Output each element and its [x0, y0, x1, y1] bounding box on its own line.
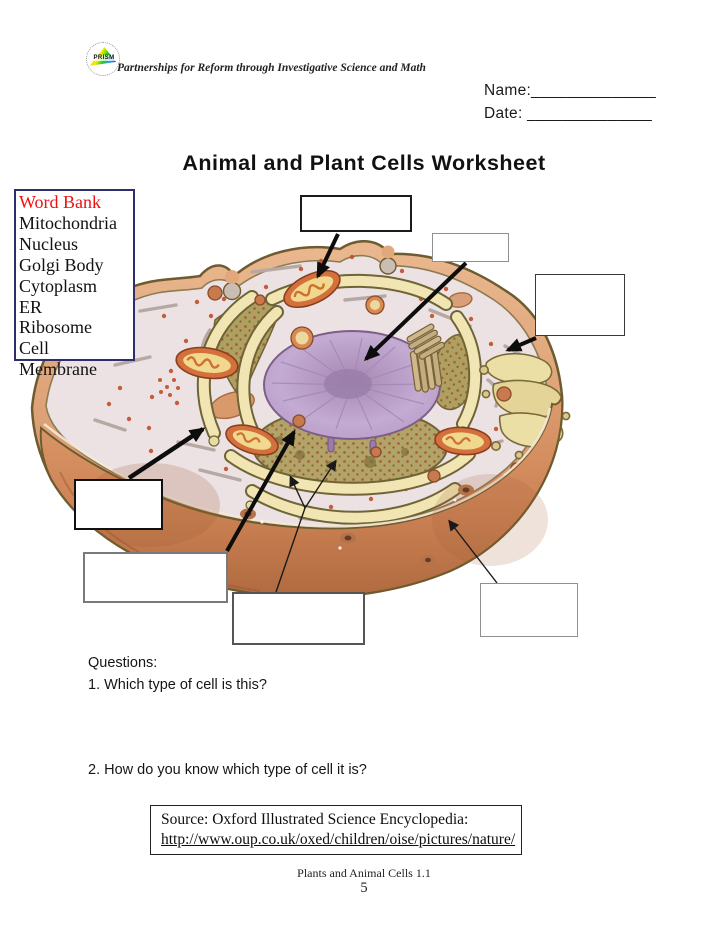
name-fill-line[interactable]: ______________: [531, 82, 657, 99]
arrow-to-golgi: [505, 336, 537, 352]
word-bank-item: Cell Membrane: [19, 338, 97, 380]
page-title: Animal and Plant Cells Worksheet: [182, 151, 546, 175]
word-bank-item: Nucleus: [19, 233, 78, 254]
arrow-to-mitochondrion: [316, 233, 340, 279]
centriole-icon: [406, 323, 445, 393]
prism-logo: PRISM: [86, 42, 120, 76]
question-1: 1. Which type of cell is this?: [88, 677, 267, 693]
er-membranes: [196, 273, 483, 525]
answer-box-5[interactable]: [83, 552, 228, 603]
answer-box-6[interactable]: [232, 592, 365, 645]
name-date-block: Name:______________ Date: ______________: [484, 79, 656, 125]
prism-logo-text: PRISM: [91, 55, 117, 61]
answer-box-4[interactable]: [74, 479, 163, 530]
questions-block: Questions: 1. Which type of cell is this…: [88, 652, 267, 696]
name-label: Name:: [484, 82, 532, 99]
answer-box-3[interactable]: [535, 274, 625, 336]
date-fill-line[interactable]: ______________: [527, 105, 653, 122]
membrane-pit-icon: [222, 245, 397, 301]
word-bank-item: Ribosome: [19, 317, 93, 338]
source-link[interactable]: http://www.oup.co.uk/oxed/children/oise/…: [161, 831, 516, 848]
word-bank-heading: Word Bank: [19, 192, 102, 212]
answer-box-7[interactable]: [480, 583, 578, 637]
footer-doc-title: Plants and Animal Cells 1.1: [297, 866, 431, 880]
source-box: Source: Oxford Illustrated Science Encyc…: [150, 805, 522, 855]
source-line: Source: Oxford Illustrated Science Encyc…: [161, 811, 469, 828]
arrow-to-ribosome-left: [289, 475, 306, 509]
name-row: Name:______________: [484, 79, 656, 102]
mitochondrion-icon: [175, 269, 492, 456]
word-bank-item: Mitochondria: [19, 212, 117, 233]
arrow-to-er: [225, 429, 296, 552]
cell-diagram: [30, 233, 571, 599]
arrow-to-cell-membrane: [448, 519, 498, 584]
date-row: Date: ______________: [484, 102, 656, 125]
arrow-stem-ribosome: [275, 507, 306, 593]
questions-heading: Questions:: [88, 655, 158, 671]
page-footer: Plants and Animal Cells 1.1 5: [0, 866, 728, 896]
nucleus: [263, 330, 441, 456]
word-bank-item: ER: [19, 296, 43, 317]
label-arrows: [127, 233, 537, 593]
word-bank: Word Bank Mitochondria Nucleus Golgi Bod…: [14, 189, 135, 379]
lysosome-icon: [207, 285, 522, 483]
answer-box-2[interactable]: [432, 233, 509, 262]
arrow-to-nucleus: [363, 261, 468, 362]
question-2: 2. How do you know which type of cell it…: [88, 762, 367, 778]
footer-page-number: 5: [360, 880, 368, 896]
word-bank-item: Cytoplasm: [19, 275, 98, 296]
arrow-to-ribosome-right: [304, 459, 337, 509]
answer-box-1[interactable]: [300, 195, 412, 232]
date-label: Date:: [484, 105, 523, 122]
org-tagline: Partnerships for Reform through Investig…: [117, 62, 426, 74]
arrow-to-cytoplasm: [127, 427, 206, 480]
word-bank-item: Golgi Body: [19, 254, 104, 275]
